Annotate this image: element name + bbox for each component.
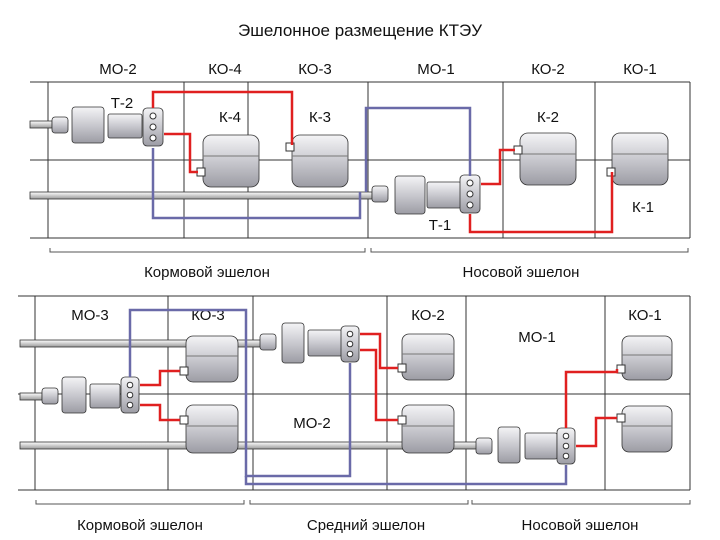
- diagram-title: Эшелонное размещение КТЭУ: [238, 21, 482, 40]
- manifold-mo1: [556, 427, 576, 465]
- bottom-return-lines: [128, 308, 568, 486]
- top-echelon-braces: [49, 248, 689, 253]
- bottom-compartment-ko2: КО-2: [411, 307, 445, 324]
- bottom-compartment-mo2: МО-2: [293, 415, 331, 432]
- manifold-t2: [142, 107, 164, 147]
- boiler-ko3-lower: [179, 404, 239, 454]
- label-k2: К-2: [537, 109, 559, 126]
- top-compartment-ko3: КО-3: [298, 61, 332, 78]
- manifold-mo3: [120, 376, 140, 414]
- top-compartment-ko2: КО-2: [531, 61, 565, 78]
- label-k1: К-1: [632, 199, 654, 216]
- bottom-compartment-mo3: МО-3: [71, 307, 109, 324]
- boiler-ko3-upper: [179, 335, 239, 383]
- turbine-t1: [371, 175, 462, 215]
- boiler-ko2-lower: [397, 404, 455, 454]
- bottom-scheme: МО-3 КО-3 КО-2 МО-1 КО-1 МО-2: [18, 295, 691, 534]
- top-compartment-ko4: КО-4: [208, 61, 242, 78]
- top-shaft-lower: [29, 191, 373, 200]
- top-echelon-bow: Носовой эшелон: [463, 264, 580, 281]
- boiler-ko1-lower: [616, 405, 673, 453]
- turbine-mo2: [259, 322, 343, 364]
- turbine-mo1: [475, 426, 558, 464]
- boiler-ko1-upper: [616, 335, 673, 381]
- top-compartment-mo1: МО-1: [417, 61, 455, 78]
- boiler-k3: [285, 134, 349, 188]
- bottom-echelon-braces: [35, 500, 691, 505]
- turbine-mo3: [41, 376, 121, 414]
- bottom-compartment-mo1: МО-1: [518, 329, 556, 346]
- boiler-k2: [513, 132, 577, 186]
- top-compartment-mo2: МО-2: [99, 61, 137, 78]
- manifold-mo2: [340, 325, 360, 363]
- top-shaft-upper: [29, 120, 53, 129]
- bottom-compartment-ko1: КО-1: [628, 307, 662, 324]
- bottom-echelon-bow: Носовой эшелон: [522, 517, 639, 534]
- boiler-ko2-upper: [397, 333, 455, 381]
- boiler-k1: [606, 132, 669, 186]
- label-k4: К-4: [219, 109, 241, 126]
- bottom-echelon-middle: Средний эшелон: [307, 517, 425, 534]
- top-compartment-ko1: КО-1: [623, 61, 657, 78]
- label-k3: К-3: [309, 109, 331, 126]
- label-t1: Т-1: [429, 217, 452, 234]
- turbine-t2: [51, 106, 143, 144]
- manifold-t1: [459, 174, 481, 214]
- bottom-steam-lines: [140, 332, 619, 448]
- boiler-k4: [196, 134, 260, 188]
- top-steam-lines: [151, 90, 614, 234]
- label-t2: Т-2: [111, 95, 134, 112]
- top-scheme: МО-2 КО-4 КО-3 МО-1 КО-2 КО-1 Т-2 К-4: [29, 61, 691, 281]
- top-echelon-aft: Кормовой эшелон: [144, 264, 270, 281]
- bottom-shaft-middle: [19, 392, 43, 401]
- top-return-lines: [151, 106, 472, 220]
- bottom-echelon-aft: Кормовой эшелон: [77, 517, 203, 534]
